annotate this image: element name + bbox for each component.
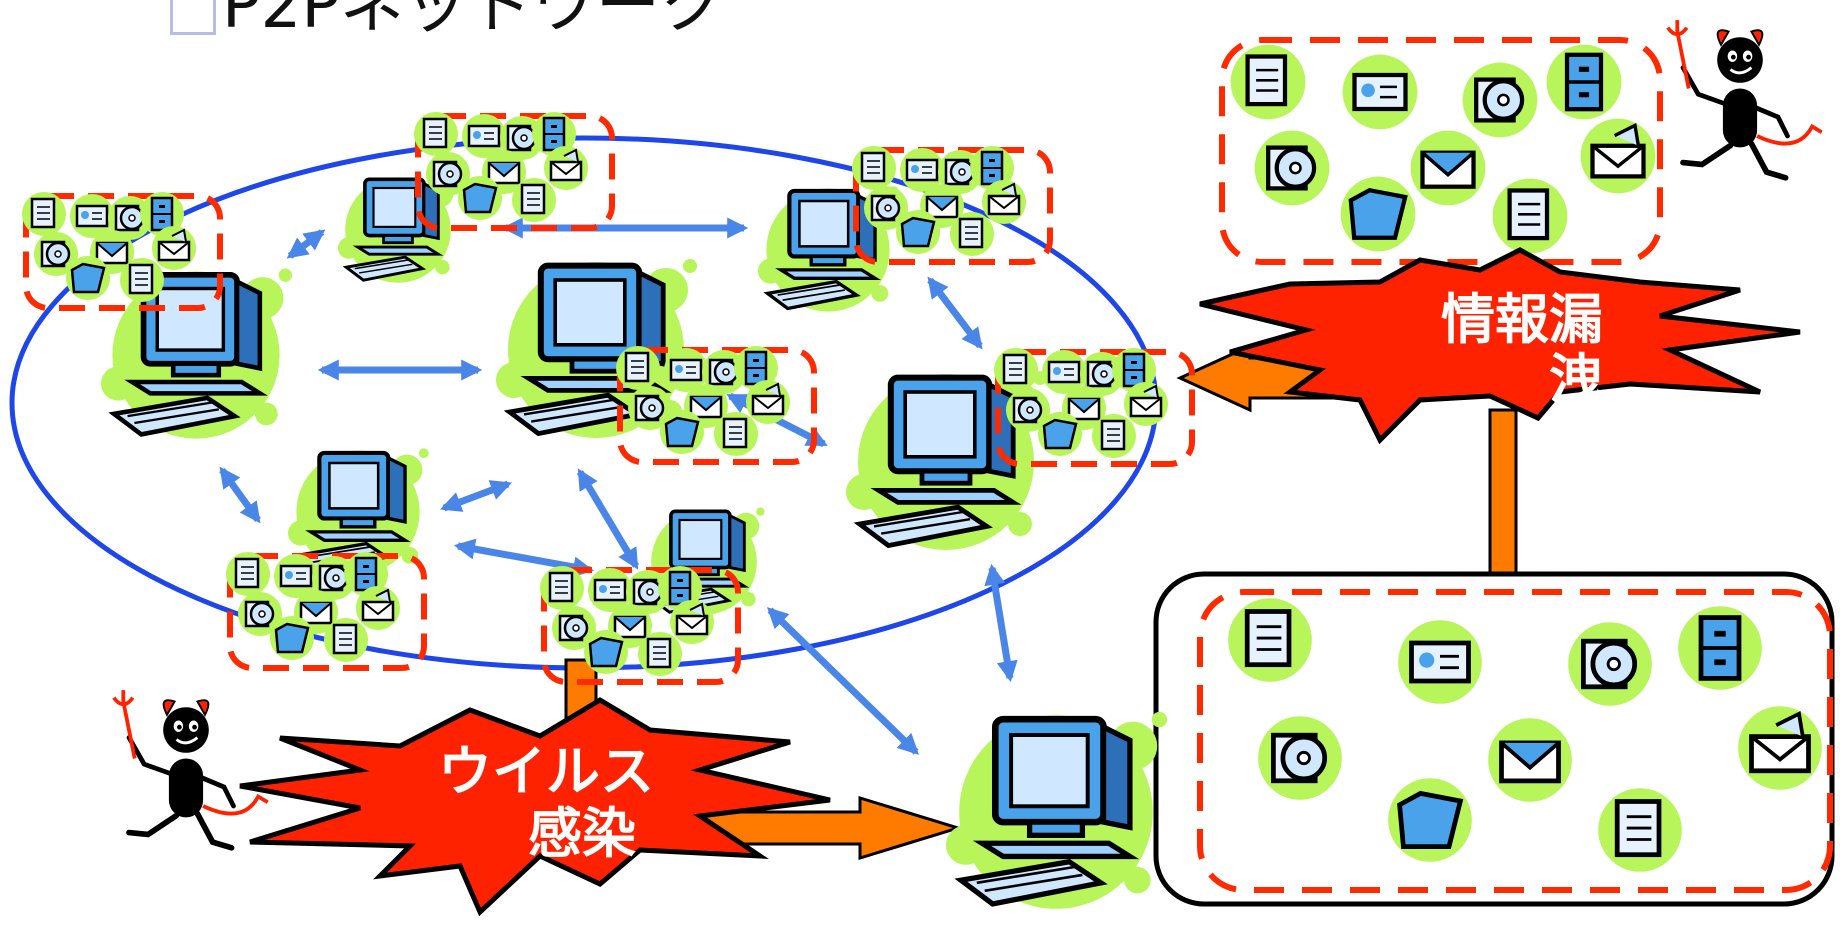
virus-label-1: ウイルス bbox=[438, 740, 654, 803]
cd-icon bbox=[1258, 716, 1342, 800]
cd-icon bbox=[1568, 622, 1652, 706]
folder-icon bbox=[1341, 177, 1416, 252]
envelope-icon bbox=[1411, 131, 1486, 206]
virus-burst: ウイルス 感染 bbox=[239, 697, 831, 917]
page-title: P2Pネットワーク bbox=[222, 0, 724, 43]
mail-icon bbox=[1738, 706, 1822, 790]
envelope-icon bbox=[1488, 718, 1572, 802]
document-icon bbox=[1228, 598, 1312, 682]
virus-label-2: 感染 bbox=[528, 802, 636, 865]
cabinet-icon bbox=[1547, 45, 1622, 120]
id-card-icon bbox=[1343, 55, 1418, 130]
document-icon bbox=[1231, 45, 1306, 120]
cd-icon bbox=[1255, 131, 1330, 206]
cabinet-icon bbox=[1678, 606, 1762, 690]
folder-icon bbox=[1388, 778, 1472, 862]
leak-label-1: 情報漏 bbox=[1441, 288, 1603, 351]
mail-icon bbox=[1581, 119, 1656, 194]
leak-burst: 情報漏 洩 bbox=[1199, 247, 1801, 445]
id-card-icon bbox=[1398, 620, 1482, 704]
victim-files-box bbox=[1197, 589, 1833, 893]
shared-file-sets bbox=[22, 112, 1195, 685]
document-icon bbox=[1598, 788, 1682, 872]
document-icon bbox=[1493, 179, 1568, 254]
devil-icon bbox=[1668, 20, 1822, 178]
devil-icon bbox=[114, 690, 268, 848]
title-bullet bbox=[170, 0, 216, 35]
cd-icon bbox=[1463, 63, 1538, 138]
leak-label-2: 洩 bbox=[1549, 348, 1603, 411]
